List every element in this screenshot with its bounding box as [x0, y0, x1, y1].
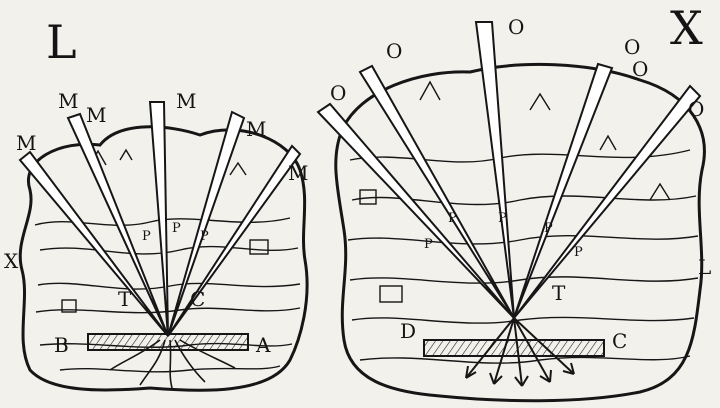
- right-base-letter-2: C: [612, 329, 627, 353]
- right-base-slab: [424, 340, 604, 356]
- right-ray-label-4: O: [624, 35, 640, 59]
- right-corner-letter: X: [670, 1, 703, 55]
- right-ray-label-6: O: [688, 97, 704, 121]
- right-inner-letter-1: P: [424, 237, 433, 252]
- right-inner-letter-5: P: [574, 245, 583, 260]
- left-base-slab: [88, 334, 248, 350]
- left-ray-label-5: M: [246, 117, 266, 141]
- left-ray-label-2: M: [58, 89, 78, 113]
- right-ray-5: [514, 86, 700, 318]
- left-ray-label-4: M: [176, 89, 196, 113]
- left-point-letter-2: C: [190, 287, 205, 311]
- right-ray-label-1: O: [330, 81, 346, 105]
- right-point-letter-1: T: [552, 281, 566, 305]
- right-base-letter-1: D: [400, 319, 416, 343]
- left-corner-letter: L: [46, 15, 77, 69]
- right-ray-1: [318, 104, 514, 318]
- left-base-letter-2: A: [255, 333, 271, 357]
- left-ray-5: [168, 146, 300, 336]
- right-panel: X O O O O O O P P P P P L T D C: [318, 1, 711, 401]
- right-ray-label-5: O: [632, 57, 648, 81]
- left-ray-label-6: M: [288, 161, 308, 185]
- right-ray-4: [514, 64, 612, 318]
- right-inner-letter-4: P: [544, 221, 553, 236]
- right-inner-letter-3: P: [498, 211, 507, 226]
- right-side-letter: L: [698, 255, 711, 279]
- left-inner-letter-2: P: [172, 221, 181, 236]
- left-point-letter-1: T: [118, 287, 132, 311]
- left-ray-1: [20, 152, 168, 336]
- left-side-letter: X: [4, 249, 19, 273]
- left-ray-label-3: M: [86, 103, 106, 127]
- left-ray-label-1: M: [16, 131, 36, 155]
- right-ray-label-3: O: [508, 15, 524, 39]
- right-inner-letter-2: P: [448, 211, 457, 226]
- right-ray-label-2: O: [386, 39, 402, 63]
- left-base-letter-1: B: [54, 333, 69, 357]
- left-panel: L M M M M M M P P P X T C B A: [4, 15, 308, 390]
- left-inner-letter-1: P: [142, 229, 151, 244]
- left-inner-letter-3: P: [200, 229, 209, 244]
